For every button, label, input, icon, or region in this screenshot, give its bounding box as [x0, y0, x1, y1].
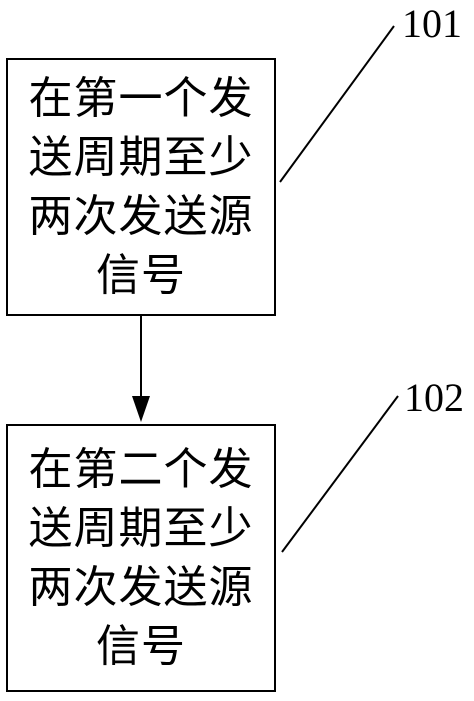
step-text-101: 在第一个发 送周期至少 两次发送源 信号 — [8, 69, 274, 305]
leader-line-102 — [281, 395, 399, 553]
leader-line-101 — [279, 25, 395, 183]
step-box-102: 在第二个发 送周期至少 两次发送源 信号 — [6, 424, 276, 692]
step-102-line-4: 信号 — [96, 621, 186, 672]
step-101-line-4: 信号 — [96, 250, 186, 301]
ref-label-102: 102 — [404, 375, 464, 420]
step-102-line-1: 在第二个发 — [28, 444, 254, 495]
step-102-line-3: 两次发送源 — [28, 562, 254, 613]
step-text-102: 在第二个发 送周期至少 两次发送源 信号 — [8, 440, 274, 676]
step-101-line-3: 两次发送源 — [28, 191, 254, 242]
flow-arrow-head — [132, 396, 150, 422]
step-102-line-2: 送周期至少 — [28, 503, 254, 554]
step-101-line-1: 在第一个发 — [28, 73, 254, 124]
ref-label-101: 101 — [402, 1, 462, 46]
step-box-101: 在第一个发 送周期至少 两次发送源 信号 — [6, 58, 276, 316]
step-101-line-2: 送周期至少 — [28, 132, 254, 183]
